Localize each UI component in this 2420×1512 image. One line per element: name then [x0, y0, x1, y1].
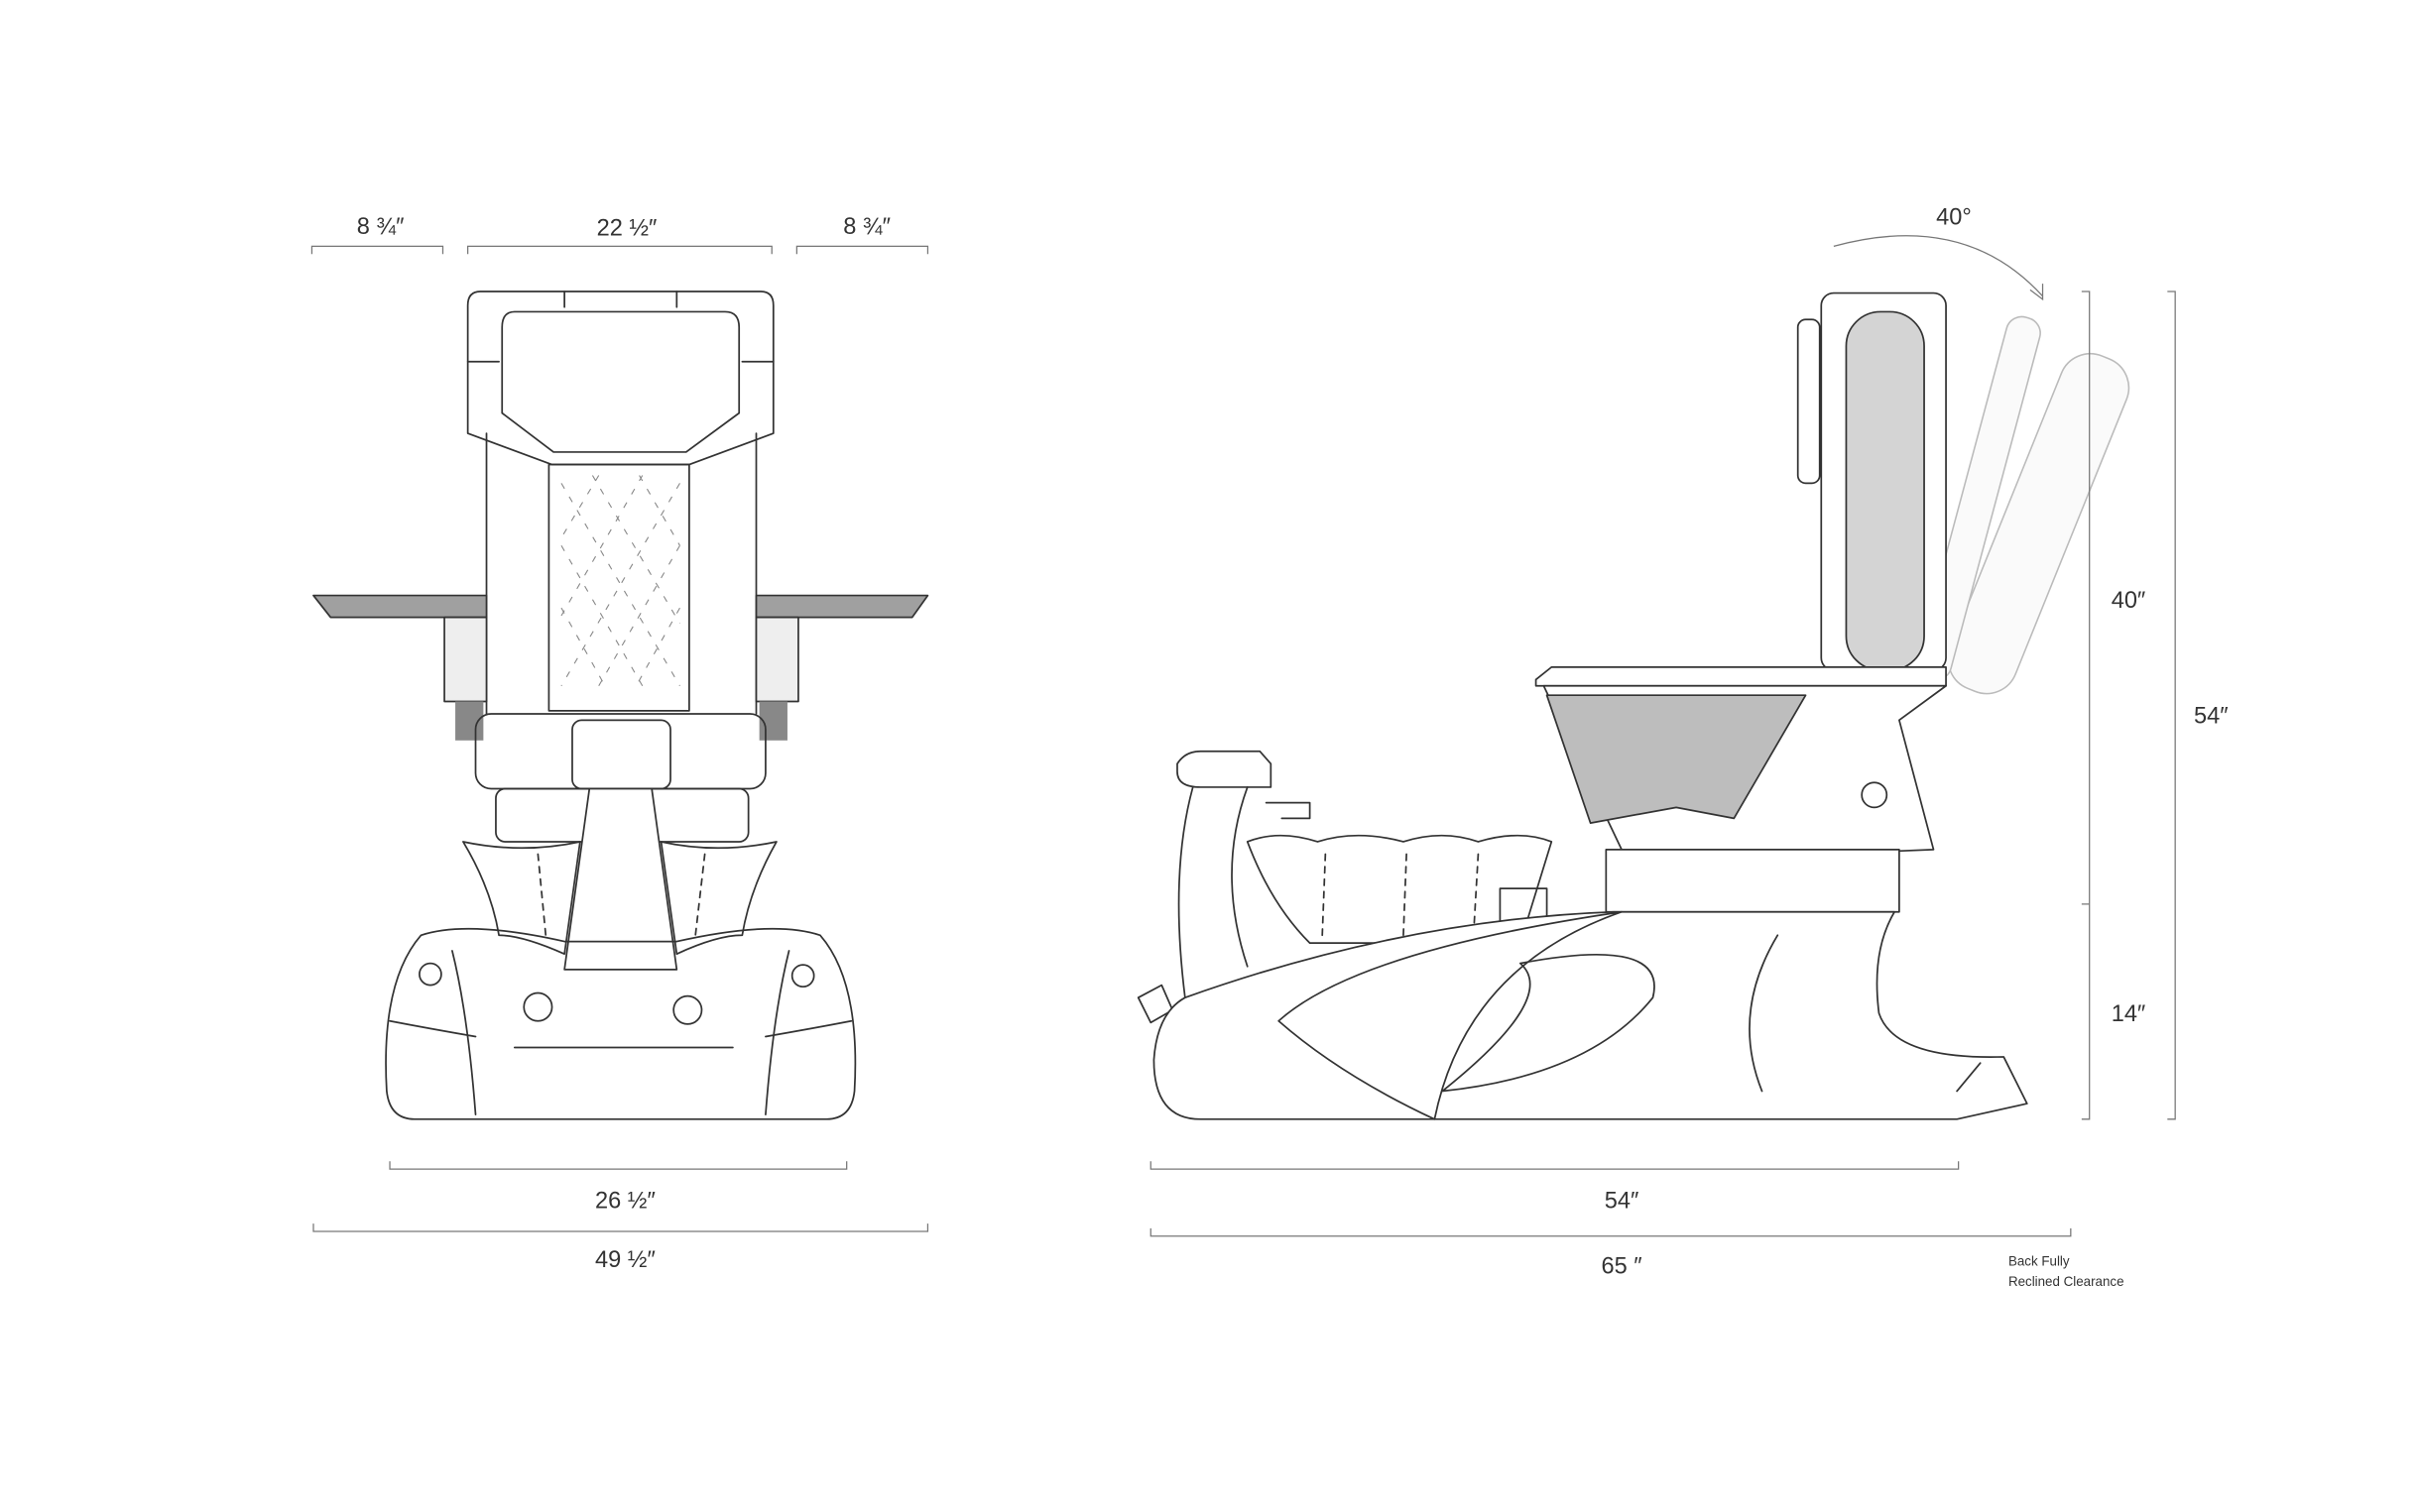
dim-line-base-width	[389, 1161, 848, 1170]
dim-label-right-tray: 8 ¾″	[843, 213, 891, 239]
front-view: 8 ¾″ 22 ½″ 8 ¾″ 2	[310, 213, 929, 1272]
base-swoosh-1	[1277, 910, 1623, 1120]
faucet-stem	[1177, 786, 1249, 999]
base-seams	[389, 950, 853, 1115]
dim-line-right-tray	[795, 245, 929, 255]
clearance-note-line1: Back Fully	[2008, 1254, 2070, 1269]
backrest-center-panel	[547, 463, 690, 712]
dim-line-left-tray	[310, 245, 444, 255]
recline-arc	[1833, 235, 2044, 297]
dim-label-back-height: 40″	[2112, 587, 2146, 613]
side-base	[1152, 910, 2028, 1120]
dim-label-back-width: 22 ½″	[597, 214, 658, 240]
dim-label-overall-width: 49 ½″	[595, 1246, 656, 1272]
left-knob-icon	[523, 991, 553, 1022]
reclined-backrest-ghost	[1947, 352, 2130, 695]
side-control-icon	[1861, 781, 1888, 809]
clearance-note-line2: Reclined Clearance	[2008, 1274, 2124, 1289]
dim-line-height-40	[2081, 291, 2091, 1120]
arrow-head-icon	[2029, 284, 2044, 301]
back-frame	[1796, 318, 1821, 485]
right-light-icon	[790, 964, 815, 989]
dim-label-base-length: 54″	[1605, 1187, 1639, 1213]
right-knob-icon	[672, 994, 703, 1025]
base-swoosh-2	[1441, 954, 1655, 1093]
spout	[1265, 801, 1311, 820]
seat-top	[1534, 666, 1947, 687]
dim-label-overall-height: 54″	[2194, 702, 2229, 728]
dim-line-overall-width	[312, 1223, 929, 1232]
headrest-screen	[501, 310, 741, 453]
left-armrest	[443, 616, 488, 703]
dim-line-back-width	[467, 245, 773, 255]
seat-center	[571, 719, 671, 790]
dim-label-recline-angle: 40°	[1936, 203, 1972, 229]
tub-dashes	[1321, 853, 1480, 937]
left-light-icon	[419, 962, 442, 987]
base-swoosh-3	[1749, 934, 1982, 1093]
dim-line-overall-height	[2167, 291, 2176, 1120]
seat-side-panel	[1545, 694, 1807, 824]
right-tray	[755, 594, 929, 619]
left-bowl-wing	[462, 841, 581, 956]
backrest-pattern	[560, 475, 680, 687]
dim-label-base-width: 26 ½″	[595, 1187, 656, 1213]
left-tray	[312, 594, 488, 619]
dim-label-reclined-length: 65 ″	[1601, 1252, 1641, 1278]
headrest	[466, 291, 775, 466]
dim-label-seat-height: 14″	[2112, 1000, 2146, 1026]
faucet	[1176, 750, 1272, 788]
back-cushion	[1845, 310, 1925, 671]
seat	[474, 713, 767, 790]
base	[385, 927, 857, 1120]
dim-line-base-length	[1150, 1161, 1960, 1170]
seat-lower	[1605, 848, 1900, 913]
right-armrest	[755, 616, 799, 703]
right-bowl-wing	[660, 841, 778, 956]
headrest-seam	[466, 291, 775, 363]
pedestal	[563, 787, 678, 971]
wing-dashes	[537, 853, 706, 937]
side-view: 40° 40″ 14″ 54″ 54″	[1137, 203, 2229, 1289]
backrest	[485, 432, 758, 715]
dim-line-reclined-length	[1150, 1227, 2072, 1237]
dim-label-left-tray: 8 ¾″	[357, 213, 405, 239]
